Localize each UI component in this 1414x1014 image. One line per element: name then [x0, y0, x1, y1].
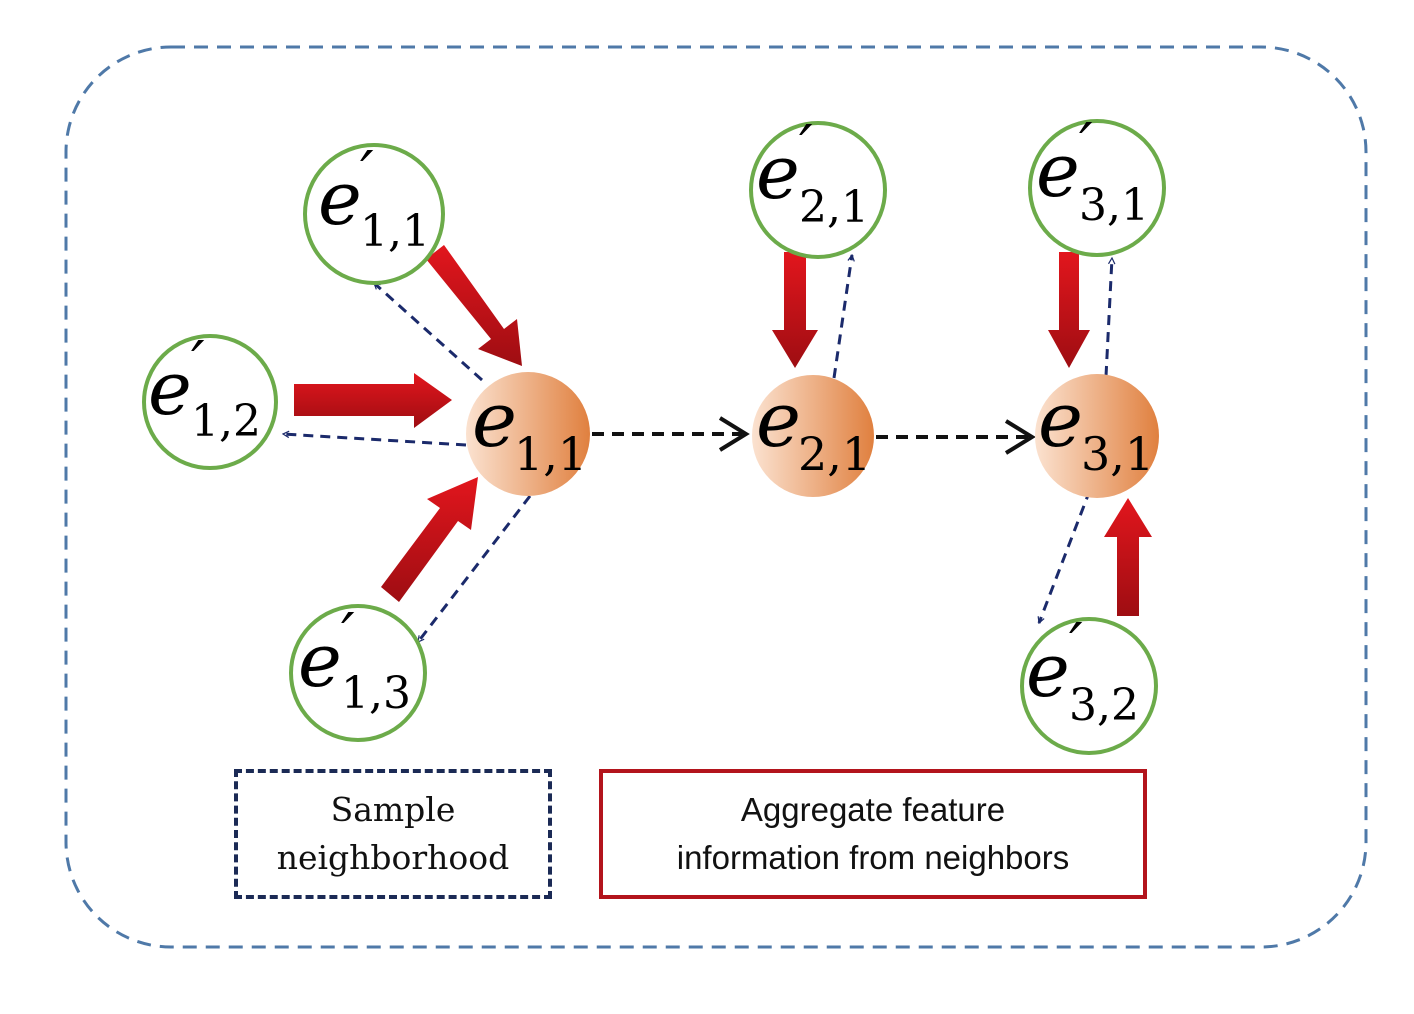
- aggregate-arrow-n12-c11: [294, 373, 452, 428]
- neighbor-node-e13p-sub: 1,3: [341, 668, 411, 719]
- neighbor-node-e12p-base: e: [148, 346, 192, 432]
- center-node-e21: e 2,1: [752, 375, 874, 497]
- legend-sample-neighborhood: Sample neighborhood: [234, 769, 552, 899]
- neighbor-node-e21p-prime: ′: [799, 113, 813, 183]
- aggregate-arrow-n32-c31: [1104, 498, 1152, 616]
- neighbor-node-e31p-base: e: [1036, 128, 1080, 214]
- neighbor-node-e32p-sub: 3,2: [1069, 680, 1139, 731]
- neighbor-node-e13p-prime: ′: [341, 601, 355, 671]
- center-node-e11: e 1,1: [466, 372, 590, 496]
- neighbor-node-e13p-base: e: [298, 618, 342, 704]
- aggregate-arrow-n21-c21: [772, 252, 818, 368]
- legend-aggregate-line2: information from neighbors: [676, 839, 1070, 876]
- neighbor-node-e12p-sub: 1,2: [191, 396, 261, 447]
- aggregate-arrow-n11-c11: [426, 245, 522, 366]
- legend-aggregate-information: Aggregate feature information from neigh…: [599, 769, 1147, 899]
- sample-arrow-c11-n13: [416, 495, 532, 642]
- legend-sample-line1: Sample: [330, 790, 456, 829]
- sample-arrow-c21-n21: [832, 255, 852, 379]
- sample-arrow-c11-n12: [283, 434, 467, 447]
- neighbor-node-e32p-base: e: [1026, 628, 1070, 714]
- center-node-e21-sub: 2,1: [798, 427, 871, 481]
- neighbor-node-e11p-base: e: [318, 156, 362, 242]
- flow-arrow-1-2: [592, 416, 750, 452]
- outer-frame: [64, 45, 1368, 949]
- legend-sample-line2: neighborhood: [276, 838, 510, 877]
- flow-arrow-2-3: [876, 419, 1036, 455]
- sample-arrow-c11-n11: [372, 281, 484, 382]
- neighbor-node-e31p-sub: 3,1: [1079, 180, 1149, 231]
- center-node-e31-sub: 3,1: [1081, 427, 1154, 481]
- center-node-e31: e 3,1: [1035, 374, 1159, 498]
- neighbor-node-e11p-sub: 1,1: [360, 206, 430, 257]
- neighbor-node-e31p: e ′ 3,1: [1028, 111, 1166, 257]
- center-node-e11-sub: 1,1: [514, 427, 587, 481]
- neighbor-node-e21p-base: e: [756, 130, 800, 216]
- aggregate-arrow-n13-c11: [381, 477, 478, 602]
- neighbor-node-e12p: e ′ 1,2: [142, 329, 278, 470]
- neighbor-node-e21p: e ′ 2,1: [749, 113, 887, 259]
- neighbor-node-e32p: e ′ 3,2: [1020, 611, 1158, 755]
- neighbor-node-e21p-sub: 2,1: [799, 182, 869, 233]
- center-node-e31-base: e: [1038, 375, 1083, 464]
- neighbor-node-e11p-prime: ′: [360, 139, 374, 209]
- sample-arrow-c31-n32: [1039, 489, 1092, 623]
- neighbor-node-e11p: e ′ 1,1: [303, 139, 445, 285]
- center-node-e11-base: e: [472, 375, 517, 464]
- neighbor-node-e12p-prime: ′: [191, 329, 205, 399]
- neighbor-node-e31p-prime: ′: [1079, 111, 1093, 181]
- center-node-e21-base: e: [756, 375, 801, 464]
- neighbor-node-e13p: e ′ 1,3: [289, 601, 427, 742]
- legend-aggregate-line1: Aggregate feature: [740, 791, 1006, 828]
- neighbor-node-e32p-prime: ′: [1069, 611, 1083, 681]
- aggregate-arrow-n31-c31: [1048, 252, 1090, 368]
- sample-arrow-c31-n31: [1104, 258, 1112, 377]
